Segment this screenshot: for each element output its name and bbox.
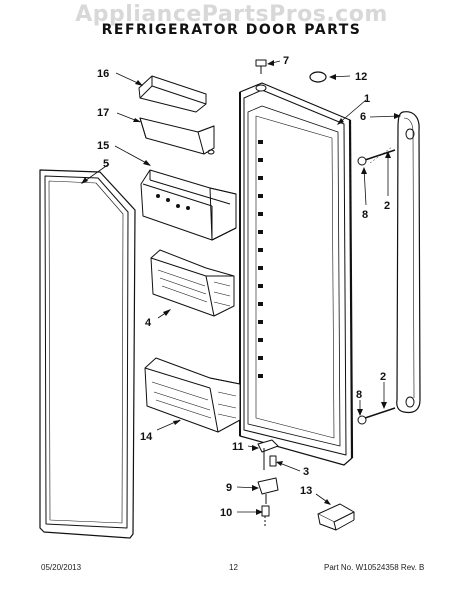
callout-2-bottom: 2 [380,371,386,383]
callout-2-top: 2 [384,200,390,212]
callout-13: 13 [300,485,312,497]
callout-11: 11 [232,441,244,453]
callout-10: 10 [220,507,232,519]
handle-screw-top [357,146,396,166]
footer-date: 05/20/2013 [41,563,82,572]
callout-7: 7 [283,55,289,67]
callout-8-bottom: 8 [356,389,362,401]
callout-14: 14 [140,431,153,443]
hinge-bushing [255,59,267,92]
callout-17: 17 [97,107,109,119]
hinge-cover-plug [309,71,327,83]
dairy-door [139,117,215,155]
callout-16: 16 [97,68,109,80]
door-shelf-studs [258,140,263,378]
callout-8-top: 8 [362,209,368,221]
callout-4: 4 [145,317,152,329]
dairy-bin [140,169,237,241]
callout-1: 1 [364,93,370,105]
watermark-text: AppliancePartsPros.com [75,2,388,27]
door-stop [317,503,355,531]
callout-9: 9 [226,482,232,494]
door-bin-large [144,357,241,433]
page-title: REFRIGERATOR DOOR PARTS [101,22,362,38]
callout-12: 12 [355,71,367,83]
door-bin-small [150,249,235,317]
footer-part-number: Part No. W10524358 Rev. B [324,563,425,572]
callout-6: 6 [360,111,366,123]
callout-5: 5 [103,158,109,170]
handle-screw-bottom [357,407,396,425]
footer-page-number: 12 [229,563,238,572]
leader-arrowheads [81,60,401,515]
door-panel [239,82,354,466]
callout-labels: 16 17 15 5 7 12 1 6 8 2 4 14 2 8 11 3 9 … [97,55,390,519]
lower-hinge-bracket [257,439,279,528]
callout-3: 3 [303,466,309,478]
door-handle [396,111,421,414]
callout-15: 15 [97,140,109,152]
door-gasket [39,169,136,539]
dairy-bin-cover [138,75,207,113]
